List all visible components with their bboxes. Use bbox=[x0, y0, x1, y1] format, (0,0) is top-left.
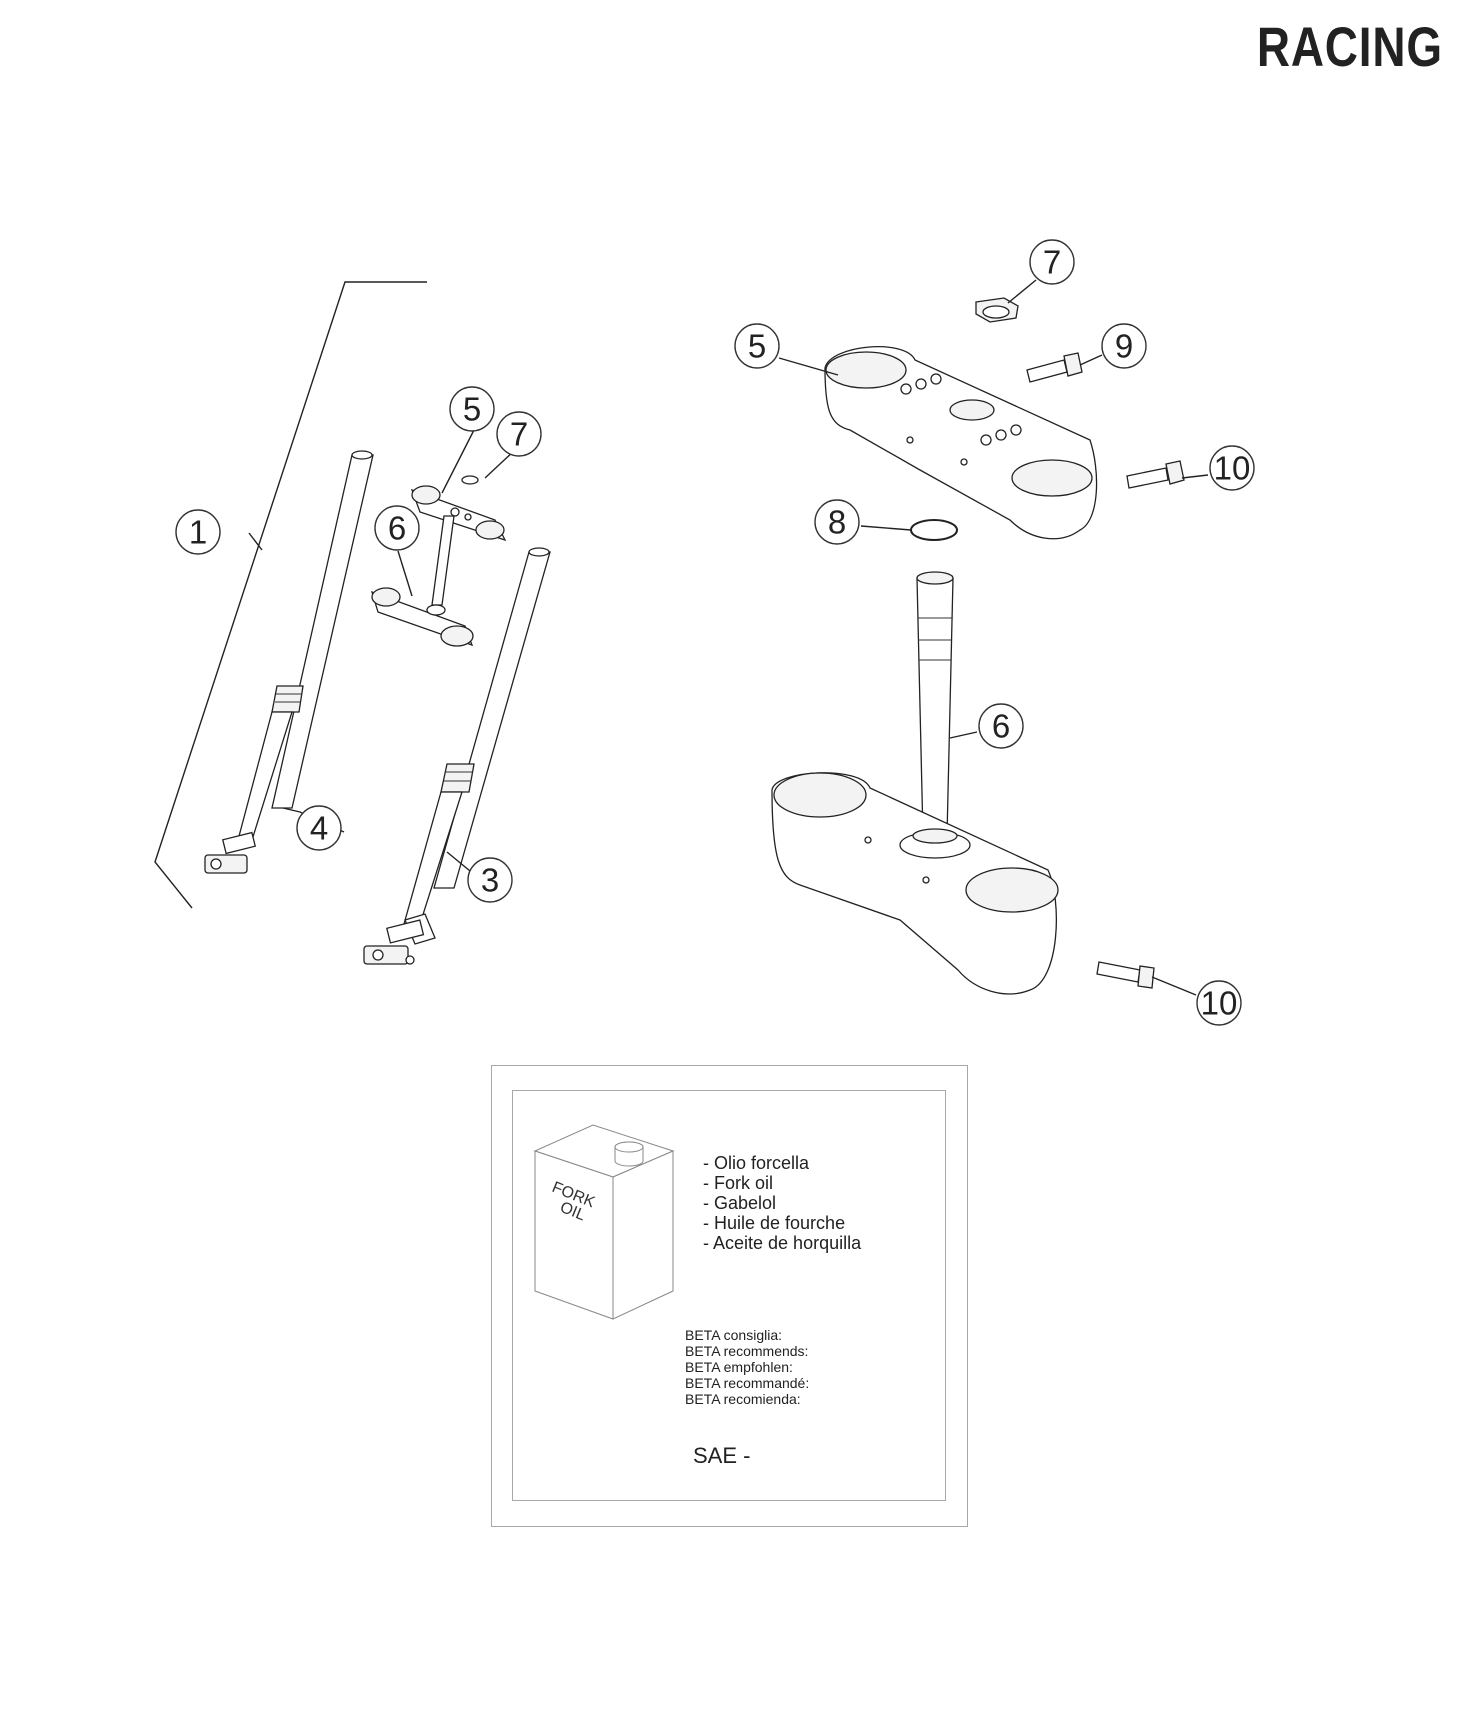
svg-text:5: 5 bbox=[463, 391, 481, 428]
fork-oil-panel: FORK OIL - Olio forcella - Fork oil - Ga… bbox=[491, 1065, 968, 1527]
svg-text:6: 6 bbox=[992, 708, 1010, 745]
callout-4-left: 4 bbox=[296, 805, 342, 851]
callout-5-left: 5 bbox=[449, 386, 495, 432]
oil-name-it: - Olio forcella bbox=[703, 1153, 810, 1173]
recommend-en: BETA recommends: bbox=[685, 1343, 809, 1359]
svg-text:4: 4 bbox=[310, 810, 328, 847]
triple-clamp-small bbox=[371, 475, 507, 647]
callout-8-right: 8 bbox=[814, 499, 860, 545]
fork-oil-names: - Olio forcella - Fork oil - Gabelol - H… bbox=[703, 1153, 861, 1253]
clamp-bolt-10-lower bbox=[1096, 961, 1155, 989]
upper-triple-clamp bbox=[824, 346, 1098, 540]
callout-6-left: 6 bbox=[374, 505, 420, 551]
assembly-bracket-line bbox=[154, 281, 427, 909]
callout-9-right: 9 bbox=[1101, 323, 1147, 369]
steering-nut bbox=[975, 297, 1019, 323]
beta-recommendation: BETA consiglia: BETA recommends: BETA em… bbox=[685, 1327, 809, 1407]
svg-text:8: 8 bbox=[828, 504, 846, 541]
callout-3-left: 3 bbox=[467, 857, 513, 903]
o-ring bbox=[910, 519, 958, 541]
recommend-it: BETA consiglia: bbox=[685, 1327, 783, 1343]
oil-name-fr: - Huile de fourche bbox=[703, 1213, 846, 1233]
oil-name-es: - Aceite de horquilla bbox=[703, 1233, 862, 1253]
callout-7-left: 7 bbox=[496, 411, 542, 457]
oil-name-de: - Gabelol bbox=[703, 1193, 777, 1213]
clamp-bolt-9 bbox=[1026, 352, 1083, 383]
callout-10-right-lower: 10 bbox=[1196, 980, 1242, 1026]
fork-leg-right bbox=[363, 547, 551, 965]
clamp-bolt-10-upper bbox=[1126, 460, 1185, 489]
callout-5-right: 5 bbox=[734, 323, 780, 369]
oil-can-icon: FORK OIL bbox=[533, 1124, 675, 1320]
fork-oil-panel-inner: FORK OIL - Olio forcella - Fork oil - Ga… bbox=[512, 1090, 946, 1501]
svg-text:7: 7 bbox=[510, 416, 528, 453]
page-title: RACING bbox=[1256, 15, 1443, 78]
svg-text:9: 9 bbox=[1115, 328, 1133, 365]
fork-leg-left bbox=[204, 450, 374, 874]
callout-10-right-upper: 10 bbox=[1209, 445, 1255, 491]
callout-1-left: 1 bbox=[175, 509, 221, 555]
sae-grade: SAE - bbox=[693, 1443, 751, 1468]
svg-text:10: 10 bbox=[1201, 985, 1238, 1022]
svg-text:6: 6 bbox=[388, 510, 406, 547]
svg-text:5: 5 bbox=[748, 328, 766, 365]
oil-name-en: - Fork oil bbox=[703, 1173, 774, 1193]
svg-text:7: 7 bbox=[1043, 244, 1061, 281]
svg-text:10: 10 bbox=[1214, 450, 1251, 487]
svg-text:1: 1 bbox=[189, 514, 207, 551]
callout-7-right: 7 bbox=[1029, 239, 1075, 285]
recommend-de: BETA empfohlen: bbox=[685, 1359, 793, 1375]
recommend-es: BETA recomienda: bbox=[685, 1391, 801, 1407]
recommend-fr: BETA recommandé: bbox=[685, 1375, 810, 1391]
callout-6-right: 6 bbox=[978, 703, 1024, 749]
svg-text:3: 3 bbox=[481, 862, 499, 899]
lower-triple-clamp-with-stem bbox=[771, 571, 1059, 995]
